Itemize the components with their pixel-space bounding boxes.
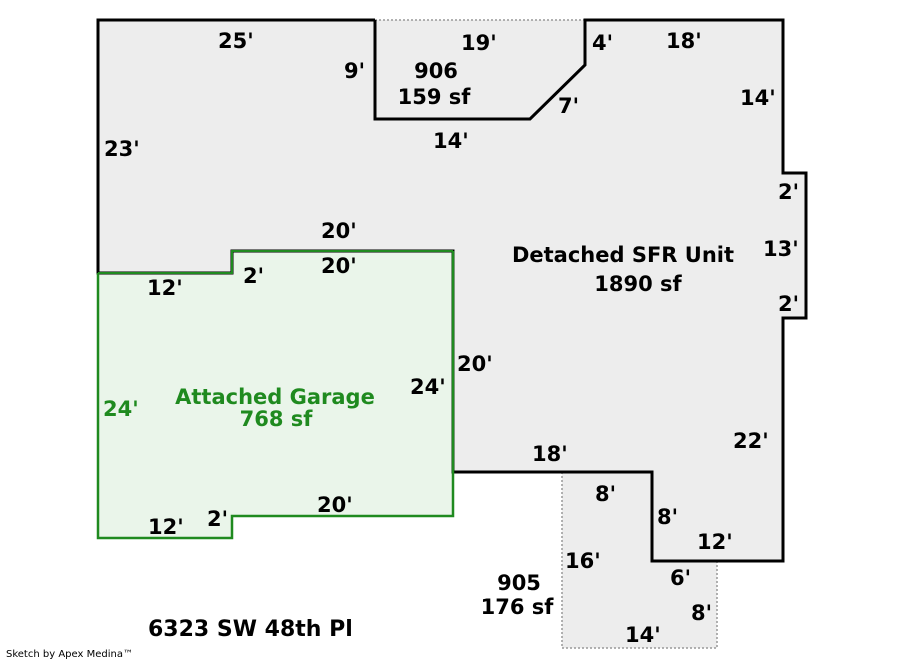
dim-inner-vertical: 20' [457, 352, 493, 376]
room-906-dim-diagonal: 7' [558, 94, 579, 118]
dim-notch-top: 2' [778, 180, 799, 204]
garage-dim-top-left: 12' [147, 276, 183, 300]
dim-notch-bottom: 2' [778, 292, 799, 316]
garage-top-outline [98, 250, 453, 274]
dim-bottom-right: 12' [697, 530, 733, 554]
room-906-id: 906 [414, 59, 458, 83]
dim-right-lower: 22' [733, 429, 769, 453]
sketch-credit: Sketch by Apex Medina™ [6, 649, 133, 660]
garage-outline [96, 251, 455, 540]
garage-area [98, 251, 453, 538]
dim-garage-top-outer: 20' [321, 219, 357, 243]
room-906-dim-bottom: 14' [433, 129, 469, 153]
room-905-dim-left: 16' [565, 549, 601, 573]
room-905-id: 905 [497, 571, 541, 595]
main-unit-area [98, 20, 806, 561]
garage-area-label: 768 sf [240, 407, 314, 431]
room-905-dim-right-upper: 6' [670, 566, 691, 590]
garage-dim-bottom-step: 2' [207, 507, 228, 531]
garage-dim-left: 24' [103, 397, 139, 421]
room-906-dim-left: 9' [344, 59, 365, 83]
dim-step-vertical: 8' [657, 505, 678, 529]
dim-bump-top: 4' [592, 31, 613, 55]
room-905-outline [561, 472, 718, 649]
dim-top-left: 25' [218, 29, 254, 53]
room-905-area-label: 176 sf [481, 595, 555, 619]
room-905-dim-right-lower: 8' [691, 601, 712, 625]
room-906-area [375, 20, 585, 119]
room-906-area-label: 159 sf [398, 85, 472, 109]
room-905-dim-top: 8' [595, 482, 616, 506]
garage-name: Attached Garage [175, 385, 375, 409]
main-unit-area-label: 1890 sf [594, 272, 682, 296]
garage-dim-bottom-left: 12' [148, 515, 184, 539]
room-906-dim-top: 19' [461, 31, 497, 55]
main-unit-name: Detached SFR Unit [512, 243, 734, 267]
dim-step-horizontal: 18' [532, 442, 568, 466]
dim-left: 23' [104, 137, 140, 161]
garage-dim-top-step: 2' [243, 264, 264, 288]
dim-right-upper: 14' [740, 86, 776, 110]
garage-dim-right: 24' [410, 375, 446, 399]
property-address: 6323 SW 48th Pl [148, 617, 353, 642]
dim-top-right: 18' [666, 29, 702, 53]
dim-notch-side: 13' [763, 237, 799, 261]
garage-dim-top: 20' [321, 254, 357, 278]
room-905-dim-bottom: 14' [625, 623, 661, 647]
garage-dim-bottom: 20' [317, 493, 353, 517]
